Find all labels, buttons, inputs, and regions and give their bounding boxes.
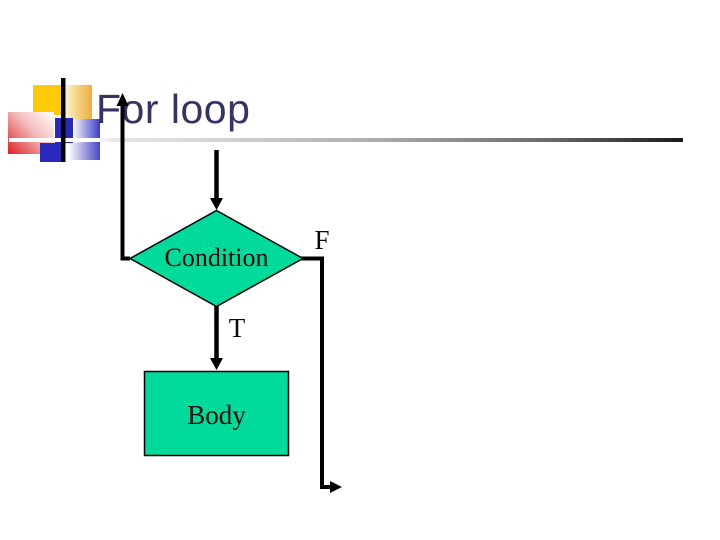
loopback-arrow	[116, 93, 130, 261]
body-label: Body	[187, 400, 246, 430]
stray-vertical-line	[61, 78, 66, 162]
false-branch-label: F	[314, 225, 330, 255]
logo-square-blue-gradient-lower	[68, 143, 100, 160]
entry-arrow	[210, 150, 223, 210]
condition-label: Condition	[164, 243, 269, 272]
true-branch-arrow	[210, 306, 223, 370]
right-arrowhead-icon	[330, 481, 342, 493]
condition-diamond	[128, 209, 305, 308]
logo-square-yellow-gradient	[64, 85, 92, 120]
body-rect	[143, 370, 290, 457]
logo-square-blue-lower	[40, 143, 62, 162]
true-branch-label: T	[228, 313, 246, 343]
down-arrowhead-icon	[210, 358, 223, 370]
up-arrowhead-icon	[116, 93, 129, 106]
down-arrowhead-icon	[210, 198, 223, 210]
title-underline-rule	[9, 138, 683, 142]
false-branch-arrow	[301, 256, 342, 493]
logo-square-yellow	[33, 85, 63, 115]
